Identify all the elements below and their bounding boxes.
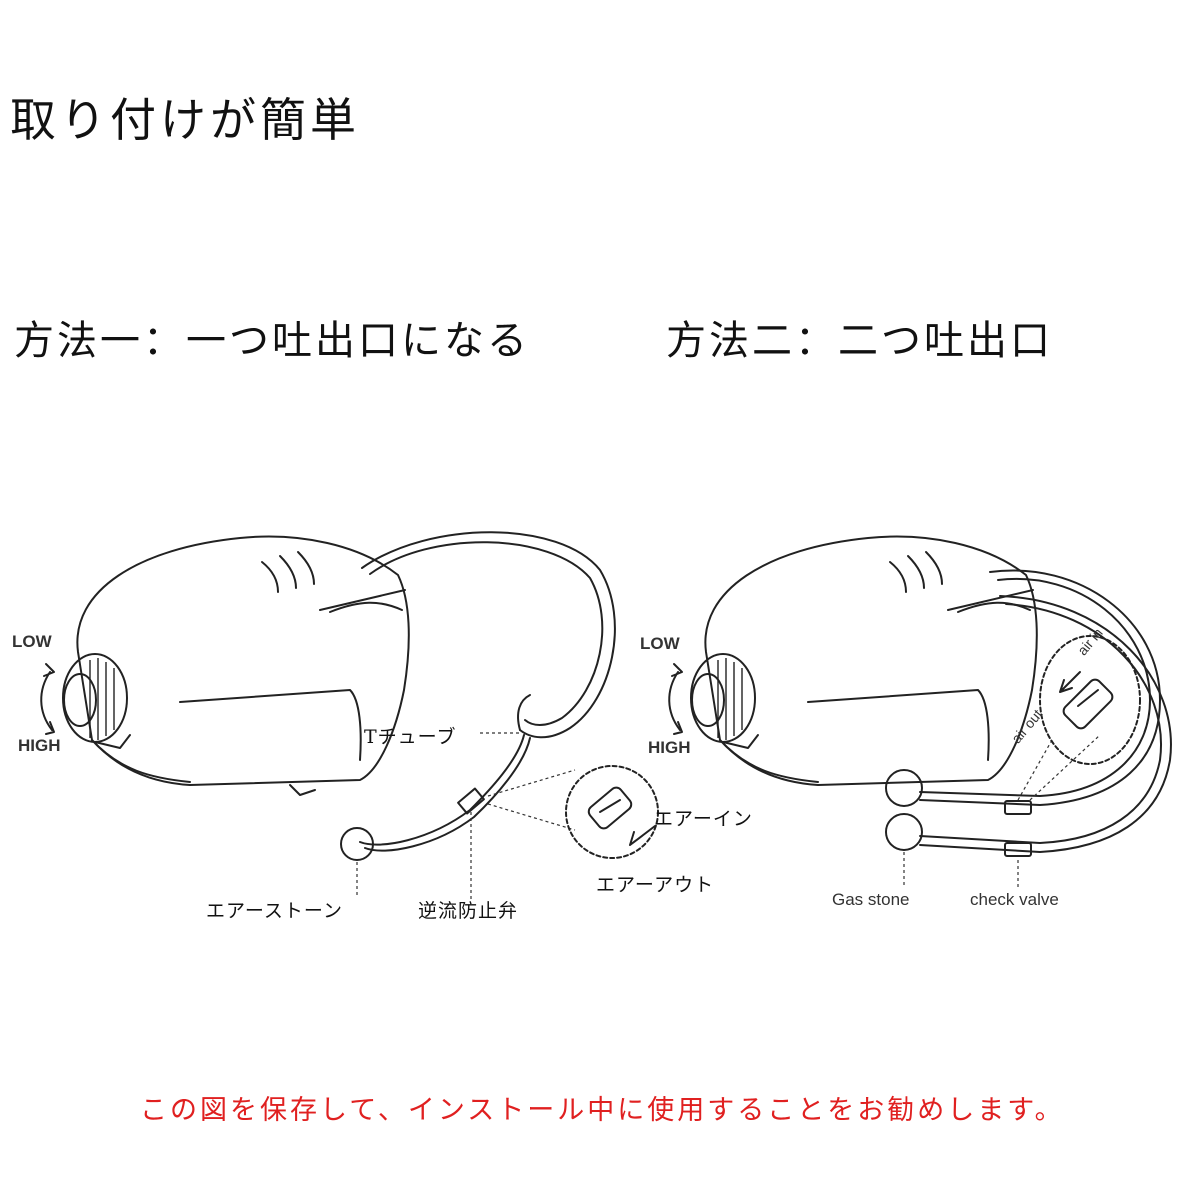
gas-stone-label: Gas stone — [832, 890, 910, 909]
method-one-heading: 方法一：一つ吐出口になる — [14, 318, 530, 364]
right-air-pump — [668, 535, 1038, 786]
air-stone-label: エアーストーン — [206, 900, 343, 922]
right-low-label: LOW — [640, 634, 680, 653]
right-high-label: HIGH — [648, 738, 691, 757]
air-out-label: エアーアウト — [596, 874, 715, 896]
check-valve-label-jp: 逆流防止弁 — [418, 900, 519, 922]
left-low-label: LOW — [12, 632, 52, 651]
left-air-pump — [40, 535, 410, 796]
check-valve-label-en: check valve — [970, 890, 1059, 909]
save-diagram-note: この図を保存して、インストール中に使用することをお勧めします。 — [140, 1095, 1065, 1126]
left-high-label: HIGH — [18, 736, 61, 755]
air-in-label: エアーイン — [654, 808, 753, 830]
page-title: 取り付けが簡単 — [10, 93, 360, 147]
right-air-tubes — [885, 569, 1172, 888]
method-two-heading: 方法二：二つ吐出口 — [666, 318, 1053, 364]
t-tube-label: Tチューブ — [364, 726, 457, 748]
left-air-tube — [340, 531, 659, 900]
